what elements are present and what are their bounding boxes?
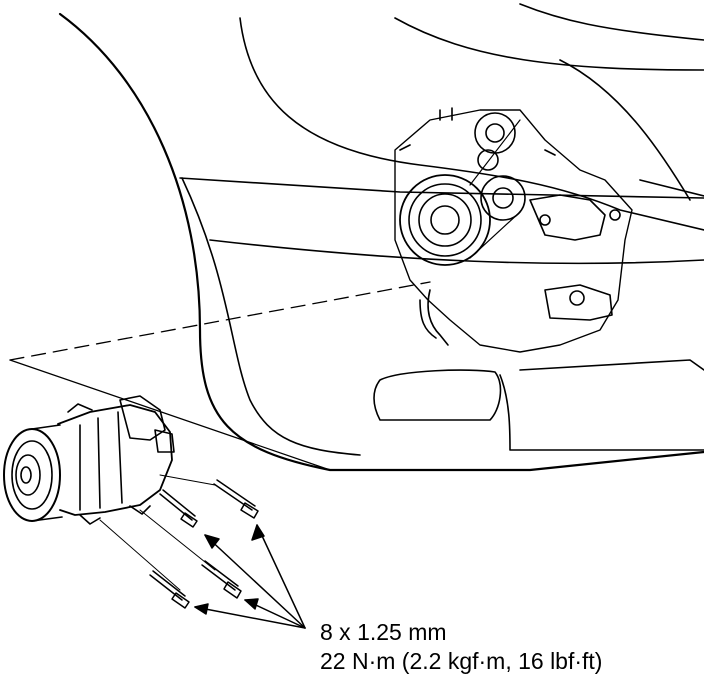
right-panel-edge bbox=[639, 179, 704, 197]
engine-assembly bbox=[394, 107, 633, 353]
idler-pulley-top-outer bbox=[474, 112, 516, 154]
compressor-fitting bbox=[154, 429, 175, 453]
crank-pulley-hub bbox=[430, 205, 460, 235]
leader-arrows bbox=[194, 524, 306, 629]
fastener-size-label: 8 x 1.25 mm bbox=[320, 619, 447, 645]
upper-right-line bbox=[519, 3, 704, 41]
inner-panel-curve bbox=[239, 17, 704, 231]
belt-line-top bbox=[469, 119, 521, 186]
belt-line-bottom bbox=[469, 211, 521, 259]
tensioner-pulley-inner bbox=[492, 187, 514, 209]
mounting-bolts bbox=[149, 479, 259, 609]
compressor-body bbox=[57, 404, 173, 516]
engine-block-outline bbox=[394, 109, 633, 353]
arrowhead-3 bbox=[244, 598, 259, 610]
arrow-line-4 bbox=[194, 606, 306, 629]
lower-opening bbox=[373, 369, 502, 421]
bolt-2 bbox=[159, 489, 198, 528]
bolt-3 bbox=[201, 560, 242, 599]
crank-pulley-outer bbox=[399, 174, 491, 266]
bolt-4 bbox=[149, 570, 190, 609]
bolt-stud-2 bbox=[399, 144, 556, 156]
lower-right-shape bbox=[519, 359, 704, 371]
body-panel-outlines bbox=[9, 3, 704, 472]
hose-line-1 bbox=[427, 289, 449, 346]
compressor-mount-ear-top bbox=[67, 403, 93, 413]
rear-diagonal bbox=[179, 177, 704, 199]
compressor-mount-ear-2 bbox=[129, 505, 151, 515]
idler-pulley-top-inner bbox=[485, 123, 505, 143]
projection-dashed-line bbox=[9, 281, 431, 361]
bolt-1 bbox=[213, 479, 259, 519]
arrow-line-2 bbox=[204, 534, 306, 629]
bracket-hole-3 bbox=[609, 209, 621, 221]
crank-pulley-mid bbox=[408, 183, 482, 257]
compressor-pulley-ring bbox=[11, 440, 53, 510]
inner-panel-lower bbox=[181, 177, 361, 456]
lower-panel-edge bbox=[499, 374, 704, 451]
crank-pulley-inner bbox=[418, 193, 472, 247]
bracket-detail-1 bbox=[529, 194, 606, 241]
bracket-hole-1 bbox=[569, 290, 585, 306]
arrowhead-1 bbox=[251, 524, 265, 541]
compressor-pulley-hub bbox=[20, 466, 32, 484]
alignment-lines bbox=[99, 474, 216, 591]
ac-compressor bbox=[3, 395, 175, 525]
bracket-hole-2 bbox=[539, 214, 551, 226]
arrow-line-1 bbox=[256, 524, 306, 629]
arrowhead-2 bbox=[204, 534, 220, 549]
arrowhead-4 bbox=[194, 603, 209, 615]
compressor-head bbox=[119, 395, 166, 441]
tensioner-pulley-outer bbox=[480, 175, 526, 221]
small-pulley bbox=[477, 149, 499, 171]
bracket-detail-2 bbox=[544, 284, 613, 321]
compressor-pulley-rim bbox=[31, 424, 63, 522]
compressor-pulley-inner bbox=[15, 454, 41, 496]
fender-arch-line bbox=[58, 12, 704, 472]
torque-spec-label: 22 N·m (2.2 kgf·m, 16 lbf·ft) bbox=[320, 648, 603, 674]
compressor-mount-ear-1 bbox=[79, 514, 101, 525]
hose-line-2 bbox=[419, 299, 437, 339]
hood-edge-line bbox=[394, 17, 704, 71]
mid-horizontal bbox=[209, 239, 704, 265]
compressor-body-ribs bbox=[79, 411, 123, 511]
bolt-stud-1 bbox=[439, 107, 453, 121]
projection-solid-line bbox=[9, 359, 331, 471]
strut-tower-line bbox=[559, 59, 691, 201]
